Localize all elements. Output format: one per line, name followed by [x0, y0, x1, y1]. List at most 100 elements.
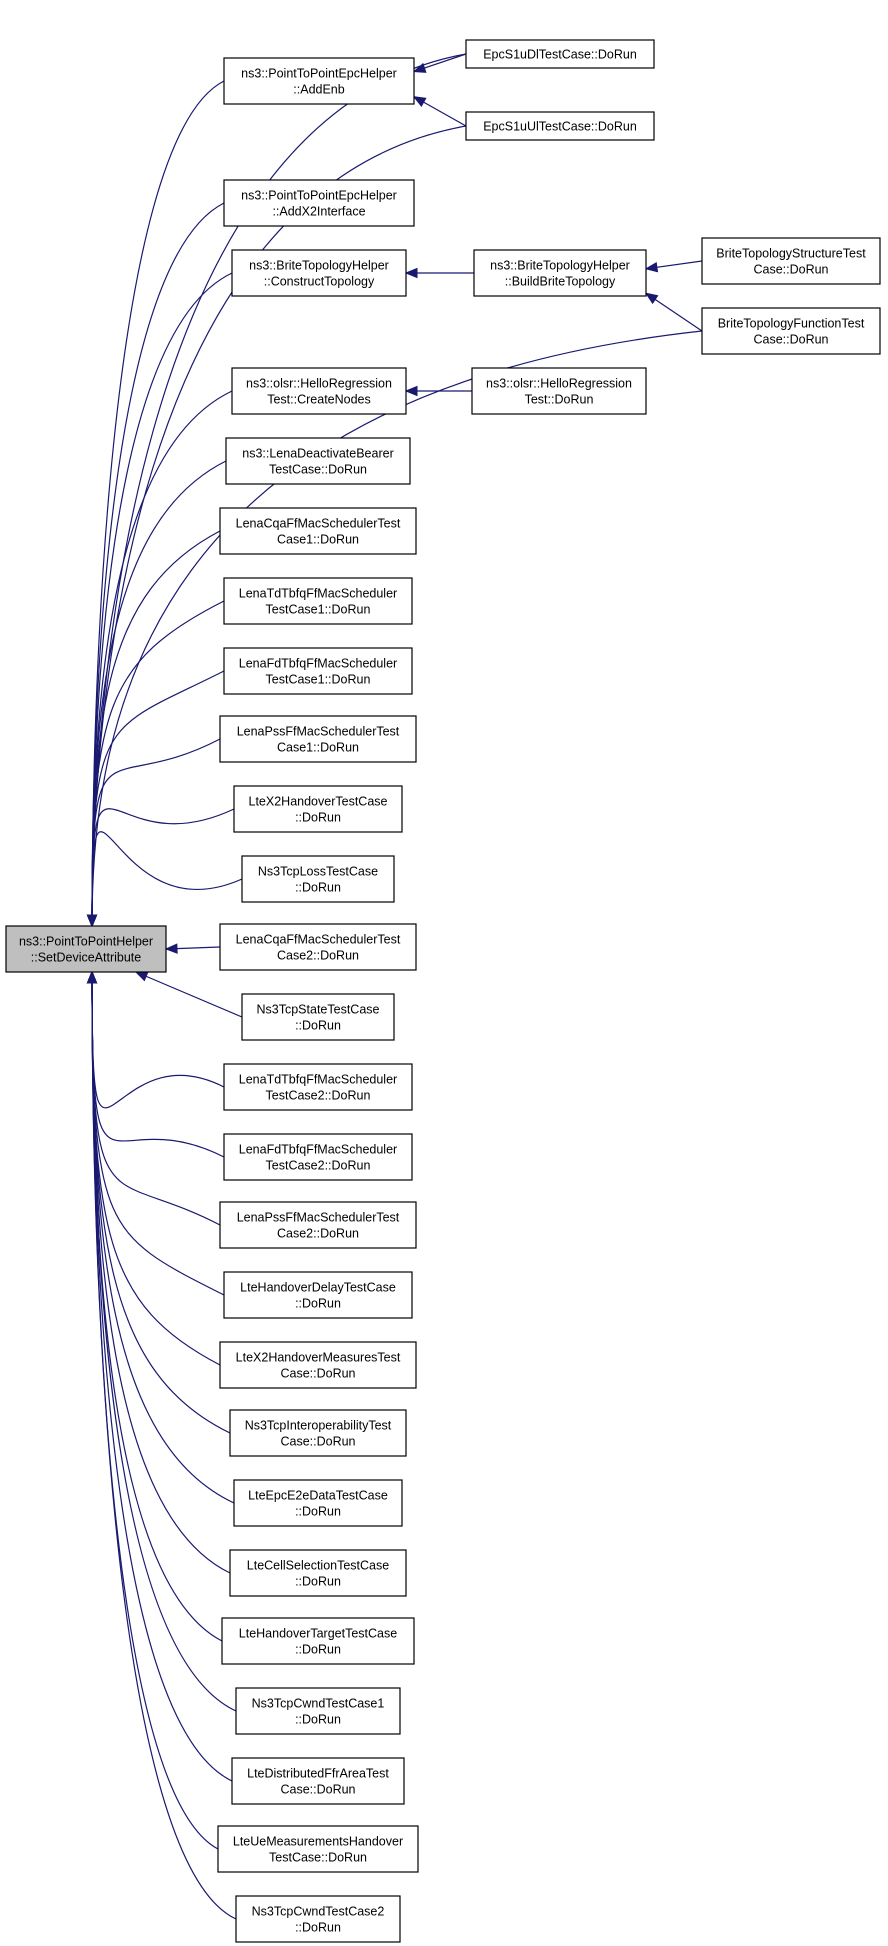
edge-n21-to-root: [91, 972, 219, 1850]
node-box: [219, 1341, 417, 1389]
node-label-line: ns3::PointToPointEpcHelper: [241, 189, 397, 203]
caller-node-n16[interactable]: LteEpcE2eDataTestCase::DoRun: [233, 1479, 403, 1527]
edge-n18-to-root: [91, 972, 223, 1642]
node-label-line: Test::DoRun: [525, 393, 594, 407]
node-box: [221, 1617, 415, 1665]
node-label-line: ns3::PointToPointEpcHelper: [241, 67, 397, 81]
node-box: [233, 1479, 403, 1527]
node-label-line: ns3::BriteTopologyHelper: [249, 259, 389, 273]
node-label-line: Ns3TcpCwndTestCase1: [252, 1697, 385, 1711]
caller-node-n19[interactable]: Ns3TcpCwndTestCase1::DoRun: [235, 1687, 401, 1735]
node-label-line: Case::DoRun: [280, 1367, 355, 1381]
arrowhead-n8-to-root: [164, 943, 178, 954]
node-label-line: Case::DoRun: [753, 263, 828, 277]
arrowhead-s1uUl-to-addEnb: [412, 96, 427, 107]
edge-briteFunc-to-root: [91, 330, 703, 926]
caller-node-addEnb[interactable]: ns3::PointToPointEpcHelper::AddEnb: [223, 57, 415, 105]
caller-node-n22[interactable]: Ns3TcpCwndTestCase2::DoRun: [235, 1895, 401, 1943]
node-box: [701, 237, 881, 285]
caller-node-n18[interactable]: LteHandoverTargetTestCase::DoRun: [221, 1617, 415, 1665]
node-box: [223, 1133, 413, 1181]
node-label-line: ::DoRun: [295, 811, 341, 825]
caller-node-addX2[interactable]: ns3::PointToPointEpcHelper::AddX2Interfa…: [223, 179, 415, 227]
arrowhead-s1uDl-to-addEnb: [412, 62, 427, 73]
caller-node-n9[interactable]: Ns3TcpStateTestCase::DoRun: [241, 993, 395, 1041]
node-box: [241, 855, 395, 903]
node-box: [223, 1063, 413, 1111]
node-box: [231, 249, 407, 297]
edge-n13-to-root: [91, 972, 225, 1296]
node-box: [223, 1271, 413, 1319]
node-box: [219, 1201, 417, 1249]
caller-node-s1uDl[interactable]: EpcS1uDlTestCase::DoRun: [465, 39, 655, 69]
caller-node-helloCreate[interactable]: ns3::olsr::HelloRegressionTest::CreateNo…: [231, 367, 407, 415]
node-label-line: EpcS1uDlTestCase::DoRun: [483, 48, 637, 62]
caller-node-n7[interactable]: Ns3TcpLossTestCase::DoRun: [241, 855, 395, 903]
node-box: [217, 1825, 419, 1873]
node-box: [235, 1895, 401, 1943]
node-box: [231, 367, 407, 415]
node-label-line: LenaFdTbfqFfMacScheduler: [239, 1143, 397, 1157]
node-box: [219, 923, 417, 971]
node-label-line: ::SetDeviceAttribute: [31, 951, 142, 965]
node-box: [219, 715, 417, 763]
arrowhead-briteStruct-to-buildBrite: [644, 262, 659, 273]
node-label-line: ::DoRun: [295, 1505, 341, 1519]
arrowhead-briteFunc-to-buildBrite: [644, 292, 659, 305]
node-label-line: Case::DoRun: [753, 333, 828, 347]
node-label-line: LteHandoverTargetTestCase: [239, 1627, 397, 1641]
node-label-line: ns3::PointToPointHelper: [19, 935, 153, 949]
arrowhead-helloRun-to-helloCreate: [404, 385, 418, 397]
node-label-line: LenaFdTbfqFfMacScheduler: [239, 657, 397, 671]
caller-node-n17[interactable]: LteCellSelectionTestCase::DoRun: [229, 1549, 407, 1597]
caller-node-n6[interactable]: LteX2HandoverTestCase::DoRun: [233, 785, 403, 833]
node-label-line: LenaTdTbfqFfMacScheduler: [239, 587, 397, 601]
node-box: [231, 1757, 405, 1805]
caller-node-n13[interactable]: LteHandoverDelayTestCase::DoRun: [223, 1271, 413, 1319]
edge-n5-to-root: [91, 738, 221, 926]
node-box: [473, 249, 647, 297]
caller-node-construct[interactable]: ns3::BriteTopologyHelper::ConstructTopol…: [231, 249, 407, 297]
node-label-line: LenaPssFfMacSchedulerTest: [237, 725, 400, 739]
node-box: [241, 993, 395, 1041]
node-label-line: LteHandoverDelayTestCase: [240, 1281, 396, 1295]
root-node[interactable]: ns3::PointToPointHelper::SetDeviceAttrib…: [5, 925, 167, 973]
node-label-line: ::DoRun: [295, 1713, 341, 1727]
node-label-line: LenaPssFfMacSchedulerTest: [237, 1211, 400, 1225]
node-box: [219, 507, 417, 555]
node-label-line: TestCase1::DoRun: [266, 603, 371, 617]
node-label-line: Case::DoRun: [280, 1435, 355, 1449]
node-label-line: ::AddEnb: [293, 83, 344, 97]
node-label-line: ::ConstructTopology: [264, 275, 375, 289]
edge-n7-to-root: [91, 831, 243, 926]
node-label-line: ::DoRun: [295, 1921, 341, 1935]
edge-n1-to-root: [91, 460, 227, 926]
node-label-line: TestCase2::DoRun: [266, 1159, 371, 1173]
node-label-line: ::DoRun: [295, 1019, 341, 1033]
node-box: [465, 39, 655, 69]
node-box: [701, 307, 881, 355]
node-label-line: EpcS1uUlTestCase::DoRun: [483, 120, 637, 134]
node-label-line: Ns3TcpLossTestCase: [258, 865, 378, 879]
node-label-line: LteX2HandoverMeasuresTest: [236, 1351, 401, 1365]
caller-node-s1uUl[interactable]: EpcS1uUlTestCase::DoRun: [465, 111, 655, 141]
caller-node-buildBrite[interactable]: ns3::BriteTopologyHelper::BuildBriteTopo…: [473, 249, 647, 297]
edges-layer: [86, 53, 703, 1920]
node-label-line: Case1::DoRun: [277, 741, 359, 755]
